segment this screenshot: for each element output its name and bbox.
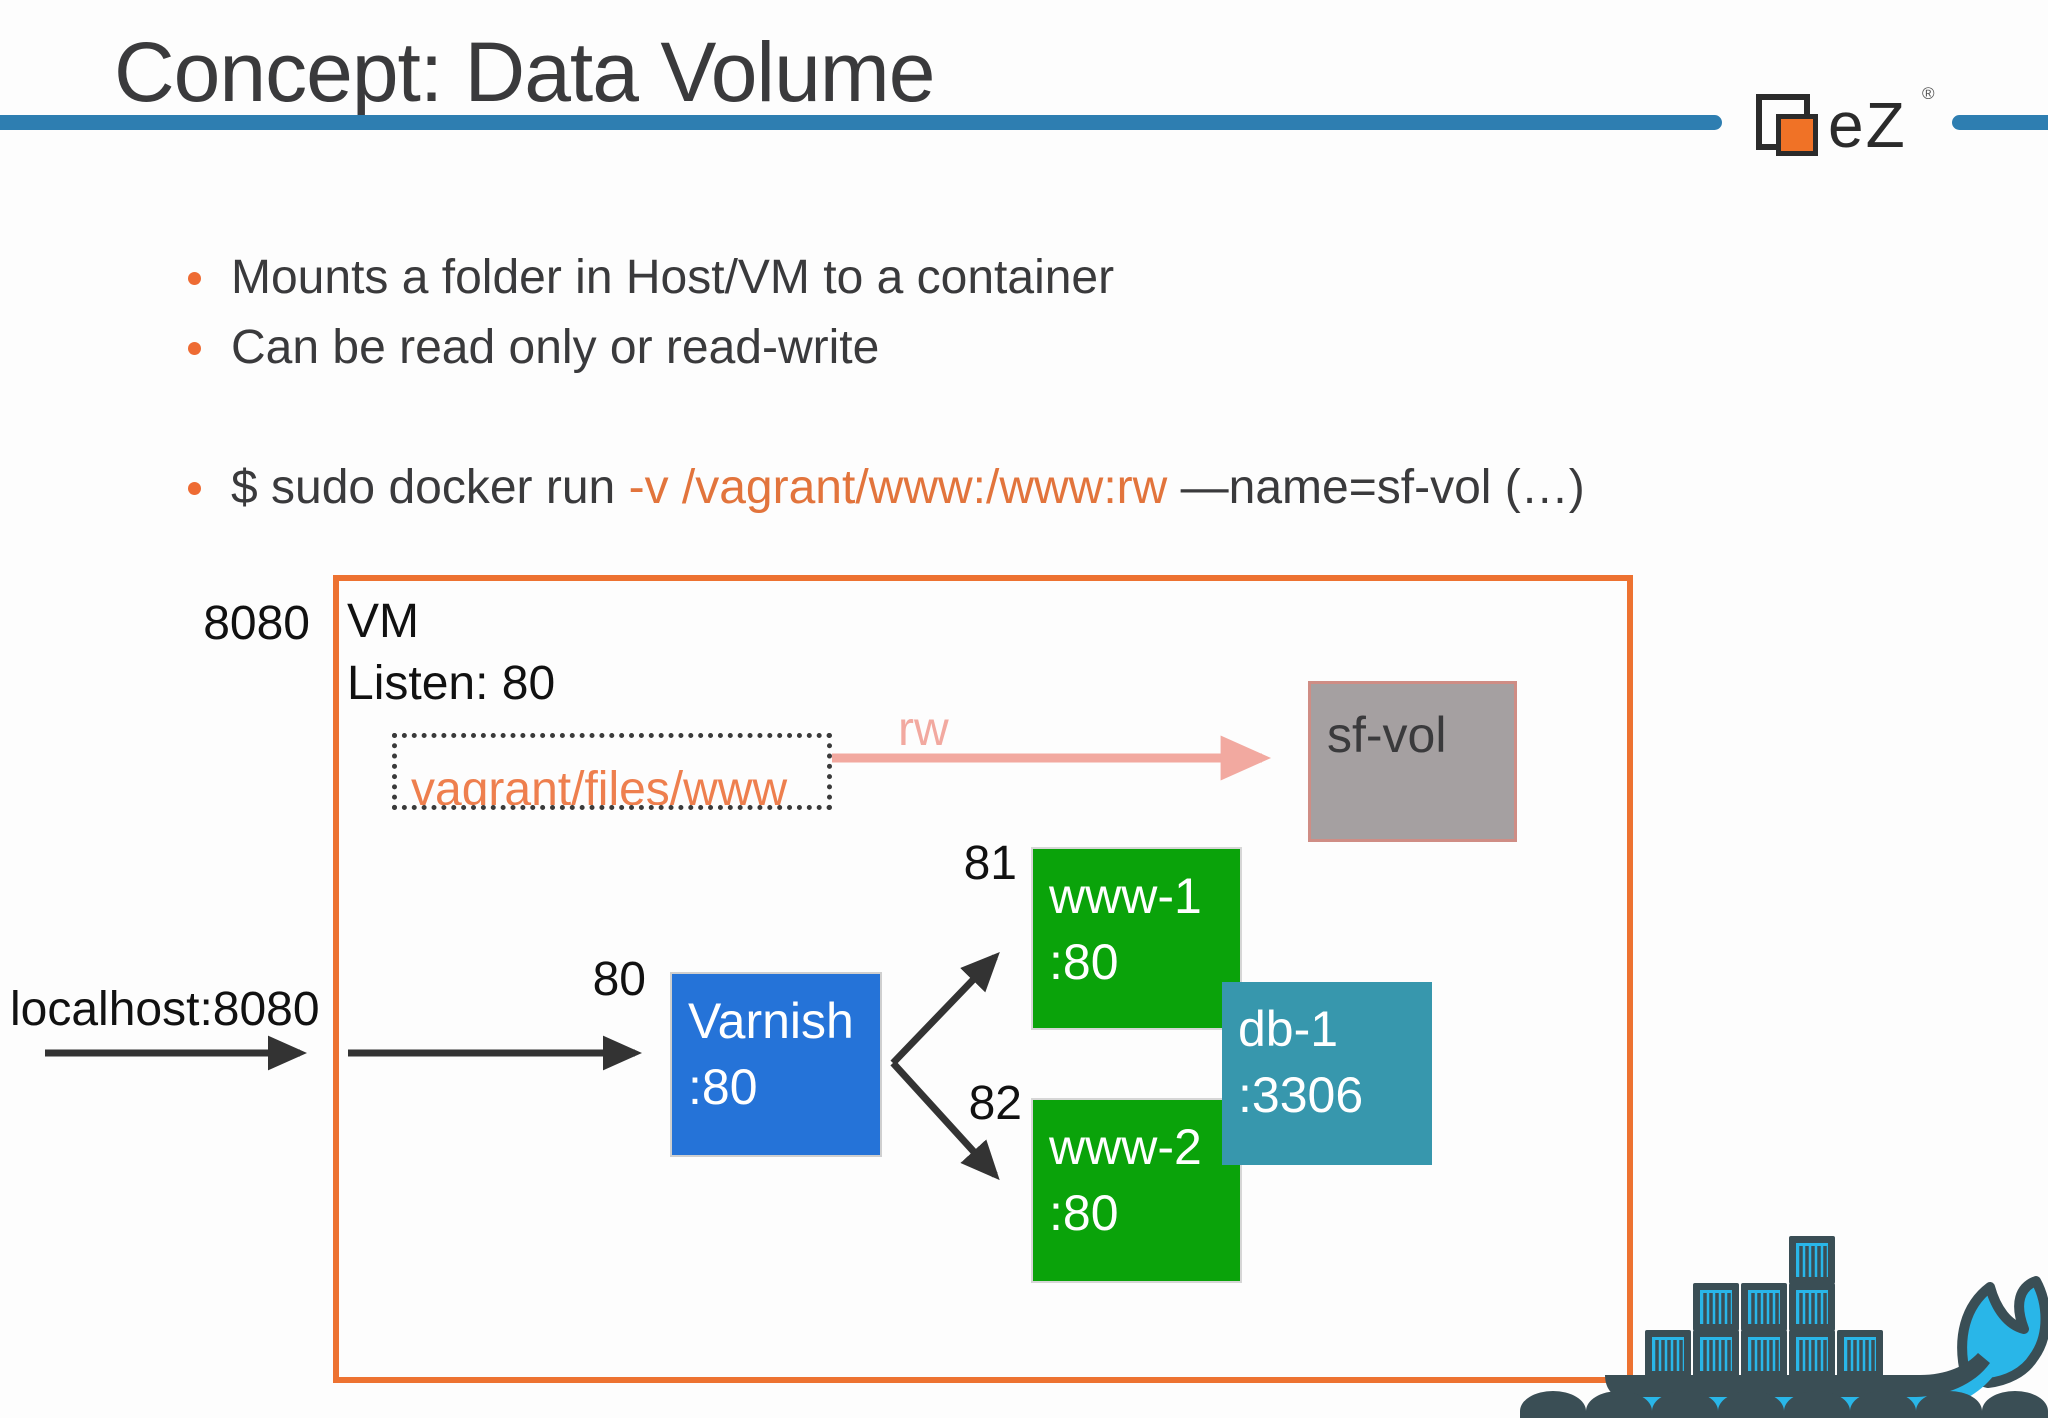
page-title: Concept: Data Volume (114, 25, 935, 119)
sfvol-name: sf-vol (1327, 707, 1447, 763)
db1-container-box: db-1 :3306 (1222, 982, 1432, 1165)
bullet-dot (188, 482, 201, 495)
command-volume-flag: -v /vagrant/www:/www:rw (628, 461, 1168, 514)
host-port-label: 8080 (203, 597, 310, 650)
varnish-name: Varnish (688, 993, 854, 1049)
bullet-command: $ sudo docker run -v /vagrant/www:/www:r… (188, 460, 1585, 515)
db1-name: db-1 (1238, 1001, 1339, 1057)
command-suffix: —name=sf-vol (…) (1167, 461, 1585, 514)
varnish-port-label: 80 (592, 953, 646, 1006)
bullet-dot (188, 342, 201, 355)
header-rule-right (1952, 115, 2048, 130)
varnish-port: :80 (688, 1059, 758, 1115)
www2-name: www-2 (1049, 1119, 1202, 1175)
bullet-read-write: Can be read only or read-write (188, 320, 879, 375)
header-rule-left (0, 115, 1722, 130)
ez-logo-orange-square (1776, 114, 1818, 156)
www2-port-label: 82 (968, 1077, 1022, 1130)
listen-label: Listen: 80 (347, 657, 556, 710)
host-folder-path: vagrant/files/www (411, 763, 788, 810)
command-prefix: $ sudo docker run (231, 461, 629, 514)
www1-name: www-1 (1049, 868, 1202, 924)
www2-container-box: www-2 :80 (1031, 1098, 1242, 1283)
bullet-mounts: Mounts a folder in Host/VM to a containe… (188, 250, 1114, 305)
varnish-container-box: Varnish :80 (670, 972, 882, 1157)
ez-logo-registered-mark: ® (1922, 84, 1935, 103)
localhost-label: localhost:8080 (10, 983, 320, 1036)
bullet-dot (188, 272, 201, 285)
vm-box (333, 575, 1633, 1383)
bullet-text: Mounts a folder in Host/VM to a containe… (231, 251, 1115, 304)
rw-label: rw (898, 703, 949, 756)
vm-label: VM (347, 595, 419, 648)
www1-port: :80 (1049, 934, 1119, 990)
bullet-text: Can be read only or read-write (231, 321, 880, 374)
www1-port-label: 81 (963, 837, 1017, 890)
container-stack (1645, 1236, 1883, 1378)
host-folder-box: vagrant/files/www (392, 733, 832, 810)
ez-logo-text: eZ (1828, 89, 1907, 161)
www2-port: :80 (1049, 1185, 1119, 1241)
www1-container-box: www-1 :80 (1031, 847, 1242, 1030)
db1-port: :3306 (1238, 1067, 1364, 1123)
sfvol-volume-box: sf-vol (1308, 681, 1517, 842)
